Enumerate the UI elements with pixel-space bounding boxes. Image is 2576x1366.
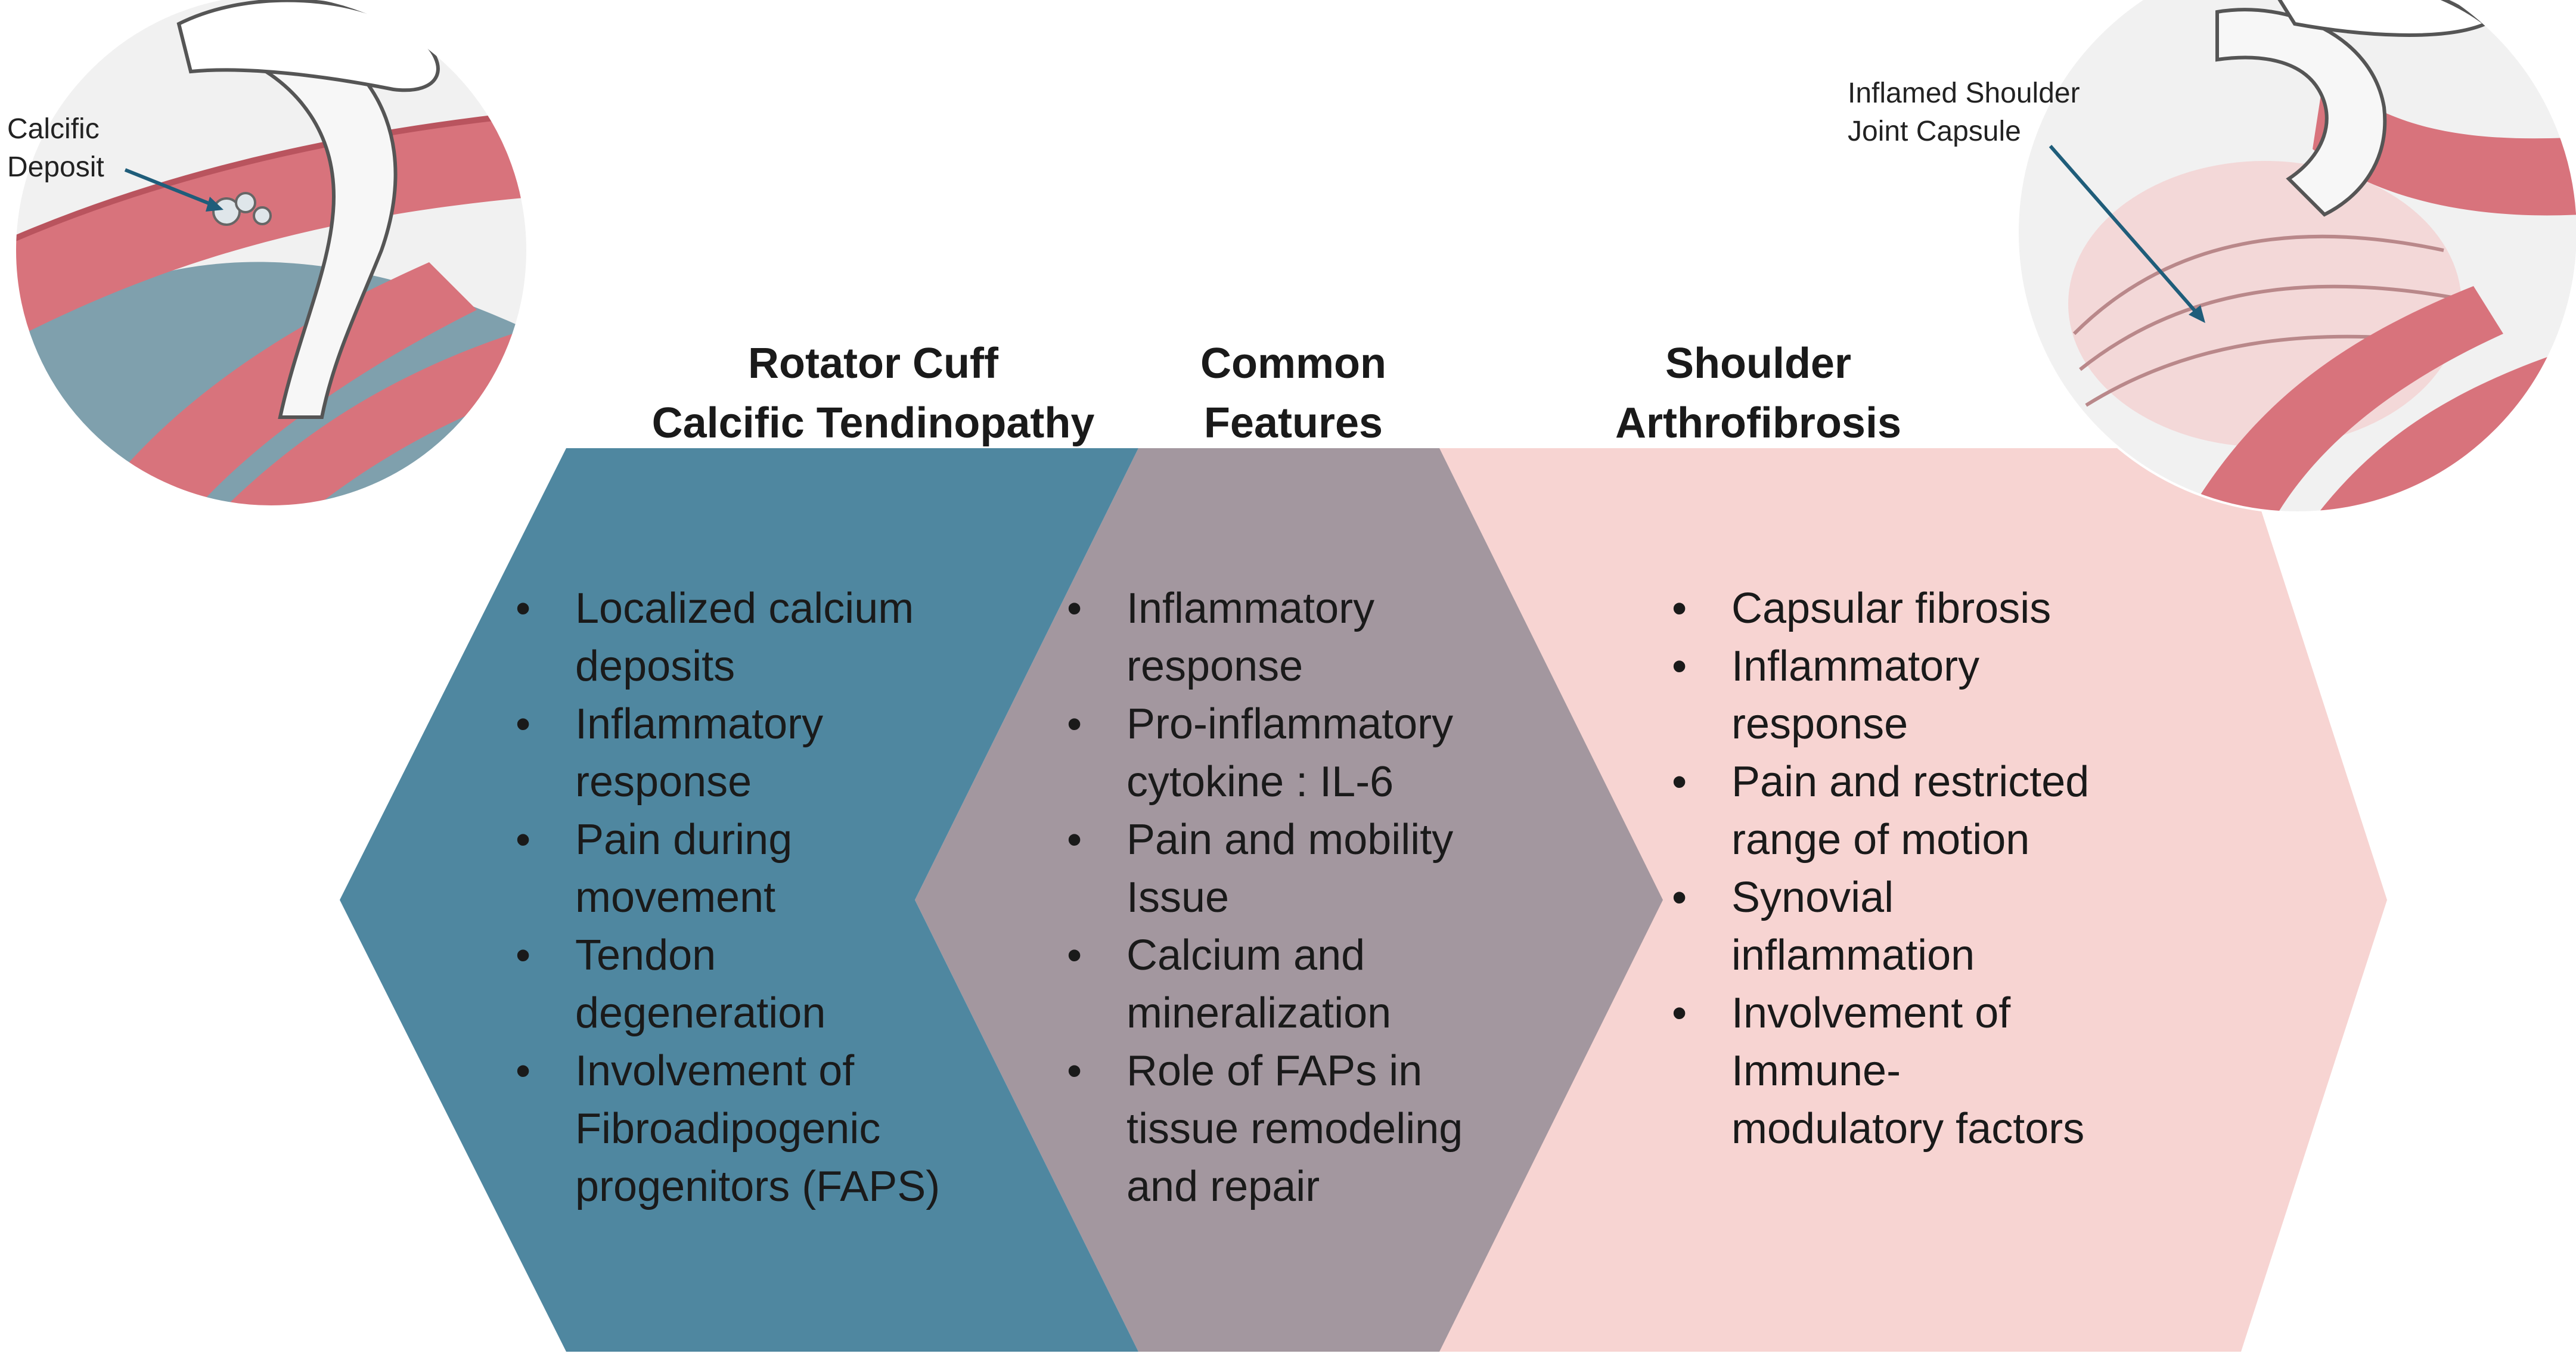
list-item: • Pain and restricted range of motion: [1672, 753, 2167, 869]
hexagon-arthrofibrosis: [1439, 448, 2387, 1352]
heading-line: Common: [1200, 340, 1386, 387]
list-item-text: Pain and restricted range of motion: [1731, 758, 2090, 864]
list-item: • Inflammatory response: [1067, 580, 1538, 696]
bullet-icon: •: [1672, 874, 1687, 921]
arthrofibrosis-shoulder-illustration: [2018, 0, 2576, 513]
heading-shoulder-arthrofibrosis: Shoulder Arthrofibrosis: [1573, 334, 1943, 453]
calcific-pointer-arrow: [206, 197, 224, 212]
heading-line: Features: [1203, 399, 1383, 447]
list-item: • Role of FAPs in tissue remodeling and r…: [1067, 1042, 1538, 1216]
heading-calcific-tendinopathy: Rotator Cuff Calcific Tendinopathy: [623, 334, 1123, 453]
list-item: • Tendon degeneration: [516, 927, 986, 1042]
list-item: • Pro-inflammatory cytokine : IL-6: [1067, 696, 1538, 811]
list-item-text: Involvement of Immune- modulatory factor…: [1731, 989, 2085, 1153]
list-item: • Synovial inflammation: [1672, 869, 2167, 985]
list-item-text: Tendon degeneration: [575, 932, 826, 1037]
list-calcific-tendinopathy: • Localized calcium deposits • Inflammator…: [516, 580, 986, 1216]
heading-line: Arthrofibrosis: [1615, 399, 1902, 447]
heading-line: Rotator Cuff: [748, 340, 998, 387]
heading-line: Calcific Tendinopathy: [651, 399, 1095, 447]
calcific-deposit-label: Calcific Deposit: [7, 113, 104, 183]
bullet-icon: •: [516, 1047, 531, 1095]
bullet-icon: •: [1067, 932, 1082, 979]
bullet-icon: •: [1067, 816, 1082, 864]
list-common-features: • Inflammatory response • Pro-inflammatory…: [1067, 580, 1538, 1216]
bullet-icon: •: [1672, 758, 1687, 806]
bullet-icon: •: [1672, 585, 1687, 632]
list-item-text: Role of FAPs in tissue remodeling and re…: [1126, 1047, 1463, 1210]
list-item-text: Inflammatory response: [1731, 642, 1980, 748]
heading-line: Shoulder: [1665, 340, 1851, 387]
list-item: • Calcium and mineralization: [1067, 927, 1538, 1042]
hexagon-calcific-tendinopathy: [340, 448, 1138, 1352]
list-item: • Inflammatory response: [516, 696, 986, 811]
calcific-shoulder-illustration: [15, 0, 527, 507]
hexagon-common-features: [915, 448, 1663, 1352]
bullet-icon: •: [516, 816, 531, 864]
list-item-text: Pro-inflammatory cytokine : IL-6: [1126, 700, 1454, 806]
list-item: • Capsular fibrosis: [1672, 580, 2167, 638]
bullet-icon: •: [1067, 1047, 1082, 1095]
list-item-text: Involvement of Fibroadipogenic progenito…: [575, 1047, 941, 1210]
list-item: • Localized calcium deposits: [516, 580, 986, 696]
list-item-text: Capsular fibrosis: [1731, 585, 2052, 632]
calcific-pointer-line: [124, 168, 216, 207]
bullet-icon: •: [1067, 700, 1082, 748]
list-item: • Pain during movement: [516, 811, 986, 927]
list-item-text: Synovial inflammation: [1731, 874, 1975, 979]
list-item-text: Pain during movement: [575, 816, 793, 921]
heading-common-features: Common Features: [1150, 334, 1436, 453]
inflamed-capsule-label: Inflamed Shoulder Joint Capsule: [1848, 77, 2080, 147]
list-item: • Involvement of Immune- modulatory facto…: [1672, 985, 2167, 1158]
list-item: • Involvement of Fibroadipogenic progenit…: [516, 1042, 986, 1216]
list-item-text: Calcium and mineralization: [1126, 932, 1392, 1037]
bullet-icon: •: [1672, 642, 1687, 690]
list-shoulder-arthrofibrosis: • Capsular fibrosis • Inflammatory respons…: [1672, 580, 2167, 1158]
bullet-icon: •: [1672, 989, 1687, 1037]
list-item-text: Localized calcium deposits: [575, 585, 914, 690]
bullet-icon: •: [516, 932, 531, 979]
list-item-text: Inflammatory response: [575, 700, 824, 806]
bullet-icon: •: [1067, 585, 1082, 632]
list-item-text: Inflammatory response: [1126, 585, 1375, 690]
bullet-icon: •: [516, 700, 531, 748]
capsule-pointer-line: [2049, 145, 2201, 317]
list-item-text: Pain and mobility Issue: [1126, 816, 1454, 921]
capsule-pointer-arrow: [2189, 305, 2205, 323]
bullet-icon: •: [516, 585, 531, 632]
list-item: • Inflammatory response: [1672, 638, 2167, 753]
list-item: • Pain and mobility Issue: [1067, 811, 1538, 927]
